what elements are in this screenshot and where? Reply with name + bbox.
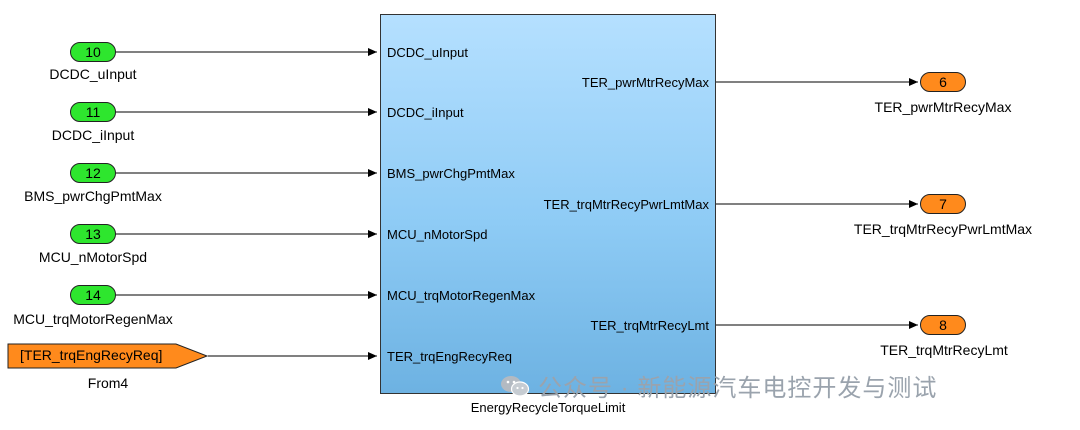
subsystem-input-port-label: TER_trqEngRecyReq — [387, 349, 512, 364]
inport-number: 10 — [85, 44, 101, 60]
from-block-tag: [TER_trqEngRecyReq] — [20, 347, 163, 363]
inport-number: 14 — [85, 287, 101, 303]
subsystem-input-port-label: DCDC_uInput — [387, 45, 468, 60]
inport-13[interactable]: 13 — [70, 224, 116, 244]
outport-8[interactable]: 8 — [920, 315, 966, 335]
from-block-label: From4 — [87, 375, 129, 391]
inport-number: 12 — [85, 165, 101, 181]
outport-6[interactable]: 6 — [920, 72, 966, 92]
inport-label: DCDC_iInput — [51, 127, 135, 143]
outport-label: TER_trqMtrRecyPwrLmtMax — [853, 221, 1033, 237]
from-block-shape[interactable] — [7, 343, 209, 369]
subsystem-input-port-label: BMS_pwrChgPmtMax — [387, 166, 515, 181]
subsystem-output-port-label: TER_pwrMtrRecyMax — [581, 75, 709, 90]
inport-10[interactable]: 10 — [70, 42, 116, 62]
subsystem-input-port-label: MCU_nMotorSpd — [387, 227, 488, 242]
subsystem-output-port-label: TER_trqMtrRecyLmt — [590, 318, 709, 333]
inport-number: 13 — [85, 226, 101, 242]
subsystem-block[interactable]: DCDC_uInput DCDC_iInput BMS_pwrChgPmtMax… — [380, 14, 716, 394]
inport-label: MCU_nMotorSpd — [38, 249, 148, 265]
from-block[interactable]: [TER_trqEngRecyReq] — [8, 344, 208, 368]
inport-label: MCU_trqMotorRegenMax — [13, 311, 173, 327]
inport-12[interactable]: 12 — [70, 163, 116, 183]
outport-label: TER_pwrMtrRecyMax — [874, 99, 1012, 115]
inport-label: DCDC_uInput — [49, 66, 137, 82]
inport-14[interactable]: 14 — [70, 285, 116, 305]
outport-number: 6 — [939, 74, 947, 90]
outport-label: TER_trqMtrRecyLmt — [880, 342, 1008, 358]
outport-number: 7 — [939, 196, 947, 212]
inport-label: BMS_pwrChgPmtMax — [24, 188, 162, 204]
outport-7[interactable]: 7 — [920, 194, 966, 214]
watermark-text: 公众号 · 新能源汽车电控开发与测试 — [538, 375, 938, 402]
inport-number: 11 — [85, 104, 101, 120]
subsystem-name: EnergyRecycleTorqueLimit — [470, 400, 626, 415]
inport-11[interactable]: 11 — [70, 102, 116, 122]
wechat-icon — [500, 374, 530, 398]
watermark: 公众号 · 新能源汽车电控开发与测试 — [500, 368, 937, 403]
subsystem-input-port-label: MCU_trqMotorRegenMax — [387, 288, 536, 303]
subsystem-input-port-label: DCDC_iInput — [387, 105, 464, 120]
outport-number: 8 — [939, 317, 947, 333]
subsystem-output-port-label: TER_trqMtrRecyPwrLmtMax — [543, 197, 709, 212]
